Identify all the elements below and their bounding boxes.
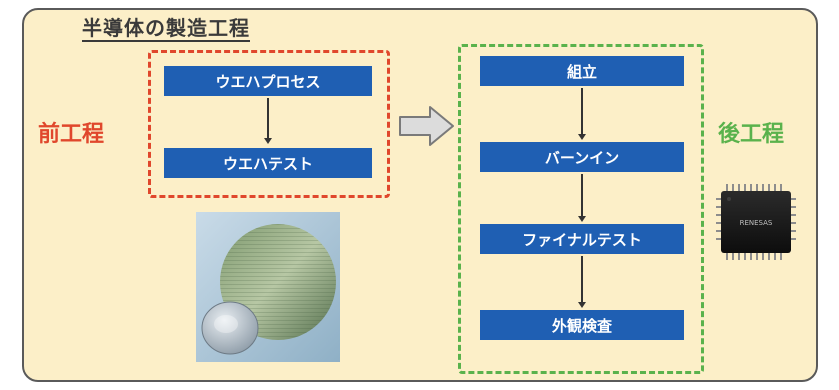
step-assembly: 組立 (480, 56, 684, 86)
chip-image: RENESAS (716, 184, 796, 260)
step-final-test: ファイナルテスト (480, 224, 684, 254)
back-process-label: 後工程 (718, 122, 785, 147)
step-wafer-process: ウエハプロセス (164, 66, 372, 96)
right-arrow-icon (399, 106, 454, 146)
connector-line (581, 256, 583, 304)
step-visual-inspection: 外観検査 (480, 310, 684, 340)
chip-marking: RENESAS (740, 219, 773, 227)
back-process-frame (458, 44, 704, 374)
diagram-title: 半導体の製造工程 (82, 16, 250, 40)
connector-arrow-icon (578, 134, 586, 140)
connector-arrow-icon (264, 138, 272, 144)
connector-line (581, 88, 583, 136)
front-process-frame (148, 50, 390, 198)
step-burn-in: バーンイン (480, 142, 684, 172)
connector-line (267, 98, 269, 140)
step-wafer-test: ウエハテスト (164, 148, 372, 178)
wafer-image (196, 212, 340, 362)
connector-line (581, 174, 583, 218)
connector-arrow-icon (578, 302, 586, 308)
front-process-label: 前工程 (38, 122, 105, 147)
connector-arrow-icon (578, 216, 586, 222)
